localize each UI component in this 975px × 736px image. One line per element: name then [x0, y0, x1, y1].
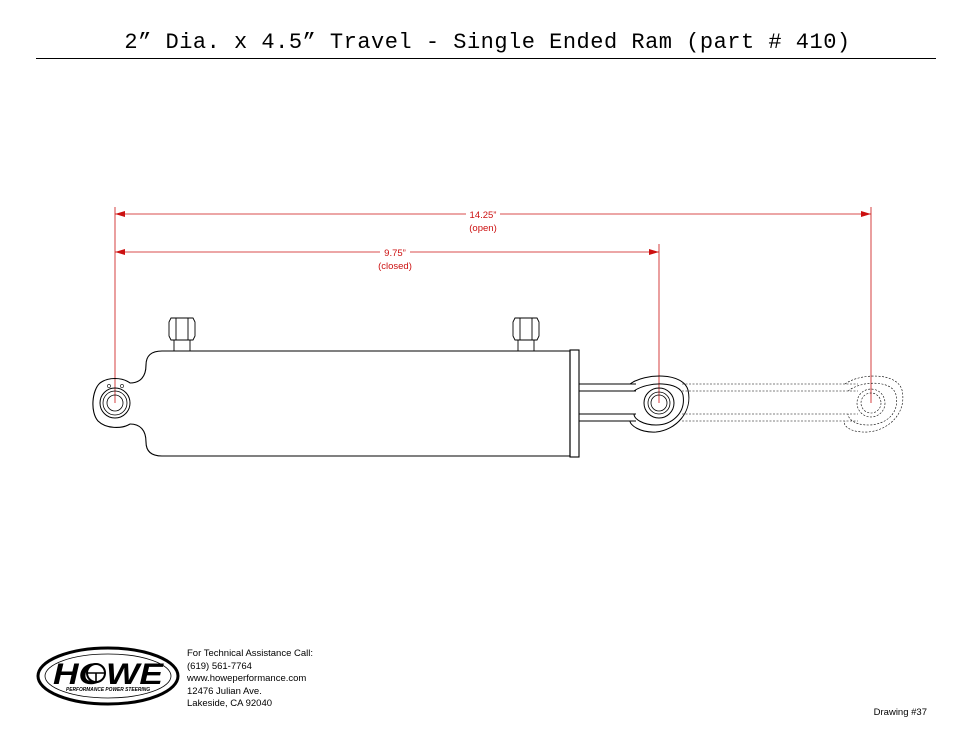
title-underline	[36, 58, 936, 59]
open-length-value: 14.25”	[470, 210, 497, 221]
closed-length-value: 9.75”	[384, 248, 406, 259]
dimension-open: 14.25” (open)	[114, 207, 872, 403]
drawing-number: Drawing #37	[873, 707, 927, 718]
end-cap	[569, 349, 580, 458]
open-length-note: (open)	[469, 223, 496, 234]
logo-tagline: PERFORMANCE POWER STEERING	[66, 687, 150, 693]
contact-block: For Technical Assistance Call: (619) 561…	[187, 648, 313, 711]
closed-length-note: (closed)	[378, 261, 412, 272]
drawing-title: 2” Dia. x 4.5” Travel - Single Ended Ram…	[124, 30, 851, 55]
contact-address-street: 12476 Julian Ave.	[187, 685, 262, 697]
hydraulic-fitting-front	[512, 317, 540, 351]
contact-heading: For Technical Assistance Call:	[187, 648, 314, 659]
rear-clevis-eye	[92, 377, 131, 428]
contact-website: www.howeperformance.com	[187, 673, 307, 684]
cylinder-body	[92, 349, 580, 458]
cylinder-barrel	[129, 350, 571, 457]
dimension-closed: 9.75” (closed)	[115, 244, 660, 403]
rod-end-eye	[629, 375, 690, 433]
logo-wordmark: HOWE	[53, 658, 164, 691]
howe-logo: HOWE PERFORMANCE POWER STEERING	[36, 646, 180, 706]
contact-phone: (619) 561-7764	[187, 660, 252, 672]
hydraulic-fitting-rear	[168, 317, 196, 351]
piston-rod	[579, 375, 690, 433]
extended-rod-phantom	[682, 375, 904, 433]
contact-address-city: Lakeside, CA 92040	[187, 698, 273, 709]
